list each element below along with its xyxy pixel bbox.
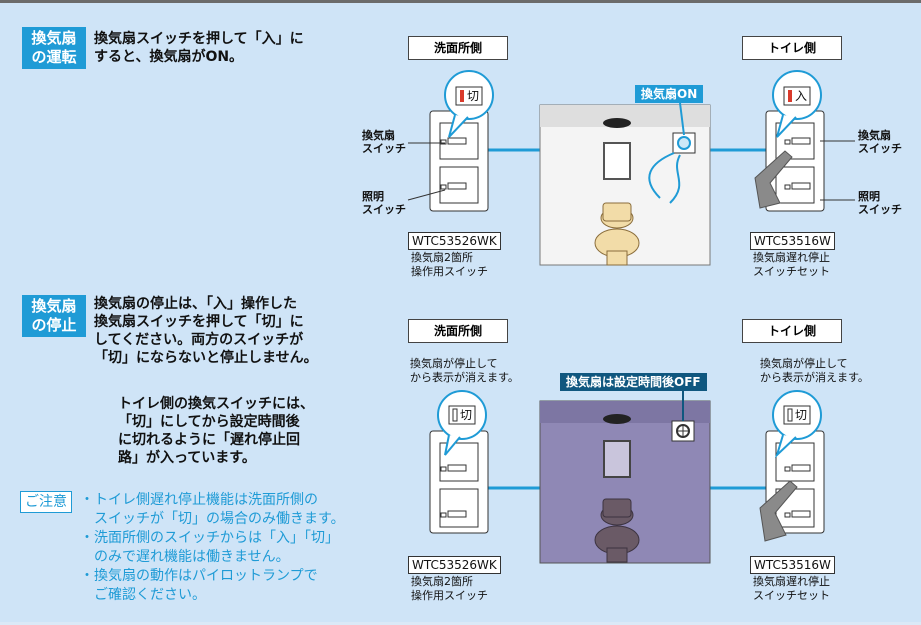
fan-switch-label-left: 換気扇 スイッチ	[362, 129, 406, 155]
label-line: 換気扇	[362, 129, 395, 142]
badge-line: の停止	[31, 316, 77, 334]
desc-line: 換気扇の停止は、「入」操作した	[94, 296, 297, 312]
label-line: スイッチ	[362, 203, 406, 216]
desc-line: 換気扇遅れ停止	[753, 575, 830, 588]
delay-note: トイレ側の換気スイッチには、 「切」にしてから設定時間後 に切れるように「遅れ停…	[118, 395, 388, 467]
desc-line: すると、換気扇がON。	[94, 49, 244, 65]
light-switch-label-left: 照明 スイッチ	[362, 190, 406, 216]
room-on	[539, 104, 711, 266]
left-model-number-bottom: WTC53526WK	[408, 556, 501, 574]
caution-line: スイッチが「切」の場合のみ働きます。	[80, 511, 345, 527]
left-side-label: 洗面所側	[408, 36, 508, 60]
note-line: 換気扇が停止して	[760, 357, 848, 370]
note-line: から表示が消えます。	[760, 371, 869, 384]
ceiling-light-icon	[603, 118, 631, 128]
right-switch-plate-top	[754, 70, 825, 212]
airflow-icon	[648, 152, 675, 199]
left-model-desc: 換気扇2箇所 操作用スイッチ	[411, 251, 488, 279]
right-side-label: トイレ側	[742, 36, 842, 60]
label-line: スイッチ	[858, 203, 902, 216]
lamp-on-indicator	[460, 90, 464, 102]
desc-line: スイッチセット	[753, 265, 830, 278]
caution-list: ・トイレ側遅れ停止機能は洗面所側の スイッチが「切」の場合のみ働きます。 ・洗面…	[80, 491, 380, 605]
caution-line: ・換気扇の動作はパイロットランプで	[80, 568, 318, 584]
left-switch-state: 切	[467, 89, 480, 103]
note-line: に切れるように「遅れ停止回	[118, 432, 300, 448]
desc-line: スイッチセット	[753, 589, 830, 602]
desc-line: 操作用スイッチ	[411, 589, 488, 602]
desc-line: 操作用スイッチ	[411, 265, 488, 278]
label-line: 照明	[858, 190, 880, 203]
desc-line: 換気扇2箇所	[411, 575, 473, 588]
right-model-desc-bottom: 換気扇遅れ停止 スイッチセット	[753, 575, 830, 603]
light-switch-label-right: 照明 スイッチ	[858, 190, 902, 216]
desc-line: してください。両方のスイッチが	[94, 332, 304, 348]
label-line: 照明	[362, 190, 384, 203]
caution-line: ご確認ください。	[80, 587, 206, 603]
caution-line: のみで遅れ機能は働きません。	[80, 549, 290, 565]
label-line: スイッチ	[362, 142, 406, 155]
right-display-note: 換気扇が停止して から表示が消えます。	[760, 357, 869, 385]
fan-on-callout: 換気扇ON	[635, 85, 704, 103]
fan-switch-label-right: 換気扇 スイッチ	[858, 129, 902, 155]
desc-line: 換気扇2箇所	[411, 251, 473, 264]
left-model-desc-bottom: 換気扇2箇所 操作用スイッチ	[411, 575, 488, 603]
note-line: 「切」にしてから設定時間後	[118, 414, 300, 430]
right-side-label-bottom: トイレ側	[742, 319, 842, 343]
desc-line: 換気扇遅れ停止	[753, 251, 830, 264]
label-line: スイッチ	[858, 142, 902, 155]
desc-line: 換気扇スイッチを押して「入」に	[94, 31, 304, 47]
diagram-drawing	[407, 70, 855, 564]
desc-line: 換気扇スイッチを押して「切」に	[94, 314, 304, 330]
left-switch-state-bottom: 切	[460, 408, 473, 422]
badge-line: の運転	[31, 48, 77, 66]
caution-line: ・洗面所側のスイッチからは「入」「切」	[80, 530, 339, 546]
right-model-number: WTC53516W	[750, 232, 835, 250]
left-side-label-bottom: 洗面所側	[408, 319, 508, 343]
bottom-description: 換気扇の停止は、「入」操作した 換気扇スイッチを押して「切」に してください。両…	[94, 295, 384, 367]
top-description: 換気扇スイッチを押して「入」に すると、換気扇がON。	[94, 30, 374, 66]
hand-pointer-icon	[754, 150, 793, 209]
right-switch-plate-bottom	[759, 390, 825, 542]
badge-line: 換気扇	[31, 29, 77, 47]
right-switch-state-bottom: 切	[795, 408, 808, 422]
left-switch-plate-bottom	[429, 390, 489, 534]
left-display-note: 換気扇が停止して から表示が消えます。	[410, 357, 519, 385]
badge-fan-stop: 換気扇 の停止	[22, 295, 86, 337]
label-line: 換気扇	[858, 129, 891, 142]
note-line: 路」が入っています。	[118, 450, 256, 466]
caution-label: ご注意	[20, 491, 72, 513]
window-icon	[603, 142, 631, 180]
right-model-number-bottom: WTC53516W	[750, 556, 835, 574]
right-switch-state: 入	[795, 89, 808, 103]
left-switch-plate-top	[429, 70, 494, 212]
room-off	[539, 400, 711, 564]
desc-line: 「切」にならないと停止しません。	[94, 350, 318, 366]
note-line: 換気扇が停止して	[410, 357, 498, 370]
note-line: から表示が消えます。	[410, 371, 519, 384]
left-model-number: WTC53526WK	[408, 232, 501, 250]
right-model-desc: 換気扇遅れ停止 スイッチセット	[753, 251, 830, 279]
fan-off-callout: 換気扇は設定時間後OFF	[560, 373, 707, 391]
badge-fan-operation: 換気扇 の運転	[22, 27, 86, 69]
note-line: トイレ側の換気スイッチには、	[118, 396, 314, 412]
caution-line: ・トイレ側遅れ停止機能は洗面所側の	[80, 492, 318, 508]
badge-line: 換気扇	[31, 297, 77, 315]
